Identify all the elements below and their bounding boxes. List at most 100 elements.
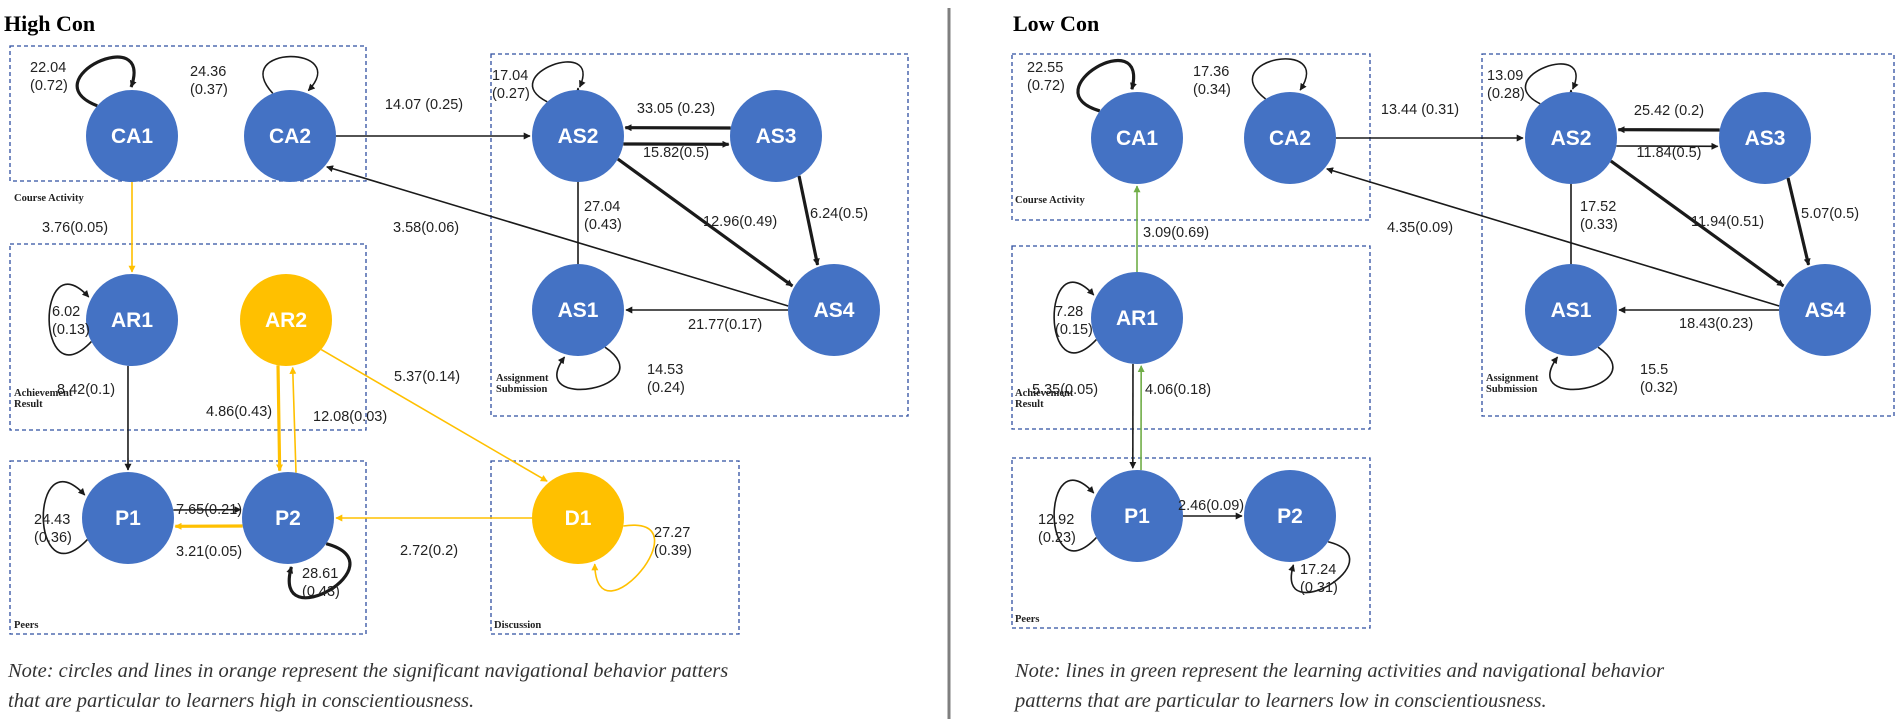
edge-as1-self [1549, 346, 1614, 391]
edge-as3-as4 [1786, 177, 1811, 266]
node-as2 [1525, 92, 1617, 184]
edge-label-d1-self: (0.39) [654, 543, 692, 559]
edge-label-ar1-self: 6.02 [52, 304, 80, 320]
edge-label-p2-self: 17.24 [1300, 562, 1336, 578]
edge-ca2-self [262, 55, 319, 94]
edge-ar1-self [48, 283, 92, 356]
group-box-ar [1011, 245, 1371, 430]
node-label: CA1 [1116, 127, 1158, 150]
group-label-ar: Achievement [14, 388, 73, 399]
edge-label-p1-self: (0.23) [1038, 530, 1076, 546]
edge-label-p2-p1: 3.21(0.05) [176, 544, 242, 560]
note-line: patterns that are particular to learners… [1013, 690, 1547, 712]
edge-as4-ca2 [1326, 167, 1780, 307]
node-ca2 [244, 90, 336, 182]
note-line: that are particular to learners high in … [8, 690, 474, 712]
group-label-ca: Course Activity [14, 193, 84, 204]
panel-title-high: High Con [4, 11, 95, 36]
edge-p2-self [1288, 540, 1351, 594]
edge-as2-as4 [1609, 159, 1785, 288]
edge-ca2-self [1251, 58, 1308, 100]
edge-label-as3-as4: 5.07(0.5) [1801, 206, 1859, 222]
edge-label-ca2-as2: 13.44 (0.31) [1381, 102, 1459, 118]
edge-label-as2-self: (0.28) [1487, 86, 1525, 102]
edge-label-ar2-p2: 4.86(0.43) [206, 404, 272, 420]
edge-label-ca2-self: 17.36 [1193, 64, 1229, 80]
edge-label-p1-self: 24.43 [34, 512, 70, 528]
edge-label-as2-self: 13.09 [1487, 68, 1523, 84]
edge-p2-self [286, 542, 352, 600]
group-label-p: Peers [14, 620, 38, 631]
edge-label-as1-self: 15.5 [1640, 362, 1668, 378]
edge-p1-self [1053, 479, 1097, 552]
node-label: AS1 [1551, 299, 1592, 322]
edge-label-ca2-self: 24.36 [190, 64, 226, 80]
edge-label-p1-self: (0.36) [34, 530, 72, 546]
edge-ca1-self [75, 55, 137, 108]
node-ar1 [86, 274, 178, 366]
group-label-ar: Result [14, 399, 43, 410]
edge-label-p2-ar2: 12.08(0.03) [313, 409, 387, 425]
node-label: AS2 [1551, 127, 1592, 150]
node-label: AS2 [558, 125, 599, 148]
edge-label-ca1-self: (0.72) [1027, 78, 1065, 94]
node-as4 [1779, 264, 1871, 356]
edge-label-as4-ca2: 4.35(0.09) [1387, 220, 1453, 236]
node-p2 [242, 472, 334, 564]
edge-label-ar1-ca1: 3.09(0.69) [1143, 225, 1209, 241]
edge-label-p2-self: (0.43) [302, 584, 340, 600]
edge-label-as3-as2: 11.84(0.5) [1636, 145, 1701, 161]
edge-label-as2-as3: 33.05 (0.23) [637, 101, 715, 117]
edge-label-as2-self: (0.27) [492, 86, 530, 102]
edge-label-ca1-ar1: 3.76(0.05) [42, 220, 108, 236]
edge-label-ar1-self: 7.28 [1055, 304, 1083, 320]
node-label: AR1 [1116, 307, 1158, 330]
edge-label-ca2-self: (0.34) [1193, 82, 1231, 98]
node-as4 [788, 264, 880, 356]
group-box-ca [9, 45, 367, 182]
edge-label-ar1-p1: 5.35(0.05) [1032, 382, 1098, 398]
edge-label-p1-p2: 2.46(0.09) [1178, 498, 1244, 514]
edge-label-ca2-self: (0.37) [190, 82, 228, 98]
group-box-as [490, 53, 909, 417]
node-d1 [532, 472, 624, 564]
group-label-as: Submission [496, 384, 548, 395]
edge-label-as4-as1: 21.77(0.17) [688, 317, 762, 333]
edge-as1-self [556, 346, 621, 391]
edge-label-p1-self: 12.92 [1038, 512, 1074, 528]
note-line: Note: lines in green represent the learn… [1014, 660, 1665, 682]
edge-label-p1-p2: 7.65(0.21) [176, 502, 242, 518]
node-label: P2 [1277, 505, 1303, 528]
edge-label-d1-self: 27.27 [654, 525, 690, 541]
edge-ar2-p2 [276, 365, 284, 472]
group-label-as: Assignment [496, 373, 549, 384]
edge-label-ar2-d1: 5.37(0.14) [394, 369, 460, 385]
edge-ar1-self [1053, 281, 1097, 354]
group-box-p [1011, 457, 1371, 629]
edge-as2-as4 [616, 157, 794, 288]
edge-label-as3-as4: 6.24(0.5) [810, 206, 868, 222]
edge-label-ar1-p1: 8.42(0.1) [57, 382, 115, 398]
node-label: P1 [1124, 505, 1150, 528]
node-label: P2 [275, 507, 301, 530]
edge-label-ca2-as2: 14.07 (0.25) [385, 97, 463, 113]
edge-label-ca1-self: 22.04 [30, 60, 66, 76]
edge-p1-self [42, 480, 88, 555]
edge-label-p2-self: (0.31) [1300, 580, 1338, 596]
edge-label-as1-as2: (0.33) [1580, 217, 1618, 233]
edge-as2-self [531, 61, 586, 103]
edge-as3-as4 [797, 175, 820, 266]
node-as1 [1525, 264, 1617, 356]
node-ca1 [86, 90, 178, 182]
group-label-ar: Achievement [1015, 388, 1074, 399]
node-label: AS1 [558, 299, 599, 322]
node-label: D1 [565, 507, 592, 530]
group-label-p: Peers [1015, 614, 1039, 625]
group-label-ar: Result [1015, 399, 1044, 410]
edge-label-as1-as2: 27.04 [584, 199, 620, 215]
node-ar1 [1091, 272, 1183, 364]
node-p2 [1244, 470, 1336, 562]
group-box-as [1481, 53, 1895, 417]
node-label: CA2 [269, 125, 311, 148]
